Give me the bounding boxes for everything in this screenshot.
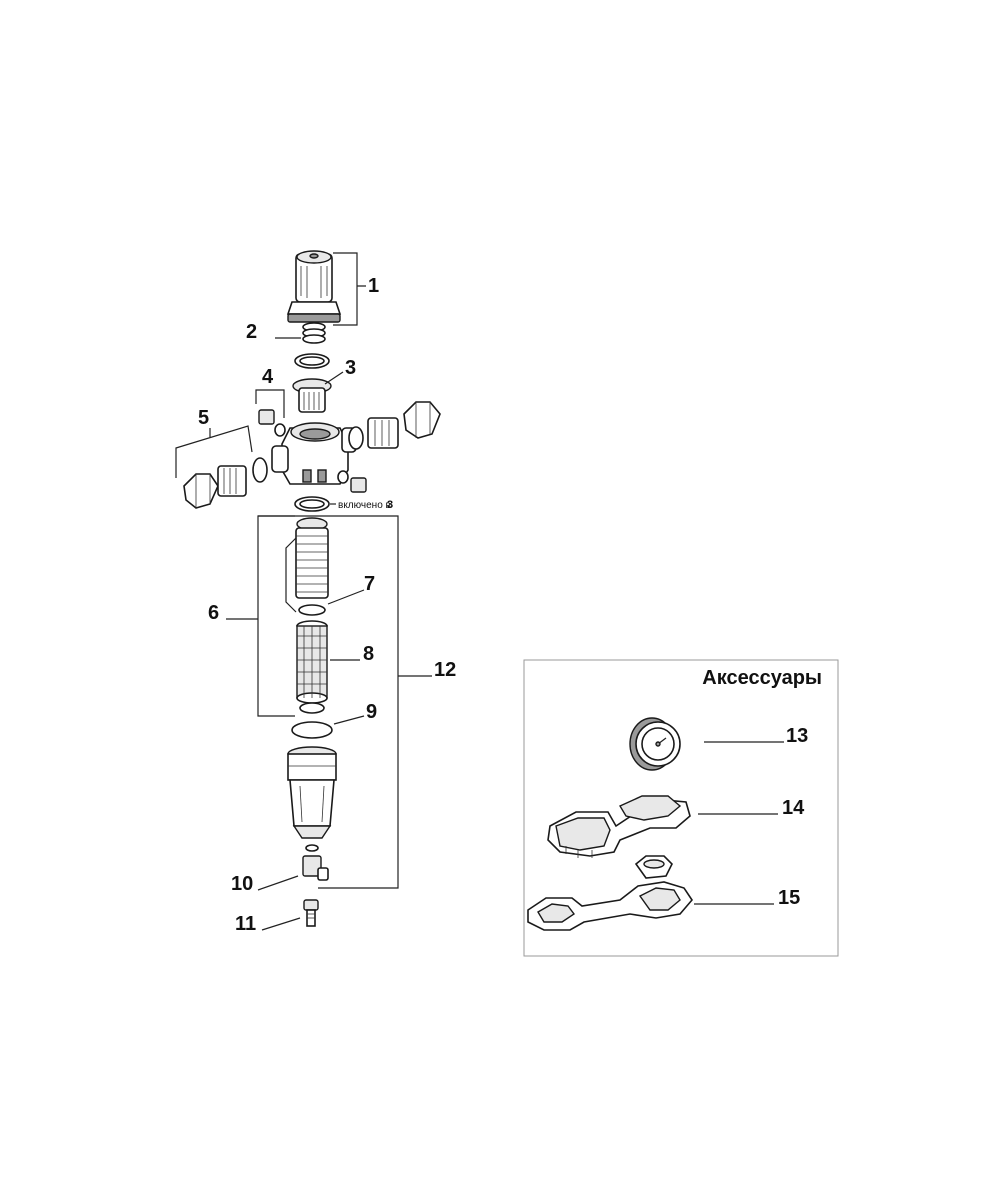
part-11-hose-fitting — [303, 899, 319, 927]
bracket-6 — [257, 515, 295, 717]
part-3-valve-insert — [292, 378, 332, 413]
callout-2: 2 — [246, 321, 257, 343]
part-2-spring — [302, 322, 326, 344]
callout-12: 12 — [434, 659, 456, 681]
part-9-o-ring — [291, 721, 333, 739]
bracket-12 — [258, 515, 399, 889]
callout-15: 15 — [778, 887, 800, 909]
adapter-nut — [634, 855, 673, 879]
bracket-1 — [333, 252, 366, 326]
bracket-5 — [175, 425, 253, 478]
part-7-o-ring — [298, 604, 326, 616]
small-o-ring — [299, 702, 325, 714]
note-included-ref: 3 — [387, 499, 393, 511]
callout-6: 6 — [208, 602, 219, 624]
included-ring — [294, 496, 330, 512]
bracket-4 — [255, 389, 285, 418]
callout-11: 11 — [235, 913, 256, 935]
part-10-drain-valve — [302, 855, 329, 881]
callout-4: 4 — [262, 366, 274, 388]
callout-7: 7 — [364, 573, 375, 595]
part-14-housing-wrench — [547, 795, 691, 858]
part-4-plug — [258, 409, 286, 437]
callout-14: 14 — [782, 797, 805, 819]
part-5-union-left — [183, 457, 268, 509]
callout-5: 5 — [198, 407, 209, 429]
callout-3: 3 — [345, 357, 356, 379]
part-8-fine-mesh — [296, 620, 328, 704]
part-13-pressure-gauge — [629, 717, 681, 771]
callout-1: 1 — [368, 275, 379, 297]
drain-plug — [337, 470, 367, 493]
filter-bowl — [287, 746, 337, 839]
callout-10: 10 — [231, 873, 253, 895]
filter-mesh-insert — [285, 517, 329, 613]
part-5-union-right — [348, 401, 441, 450]
drain-o-ring — [305, 844, 319, 852]
part-1-regulator-cap — [286, 250, 342, 323]
callout-13: 13 — [786, 725, 808, 747]
callout-9: 9 — [366, 701, 377, 723]
part-15-wrench — [527, 881, 694, 931]
note-included-in: включено в — [338, 500, 391, 511]
callout-8: 8 — [363, 643, 374, 665]
accessories-panel — [523, 659, 839, 957]
accessories-title: Аксессуары — [702, 667, 822, 689]
